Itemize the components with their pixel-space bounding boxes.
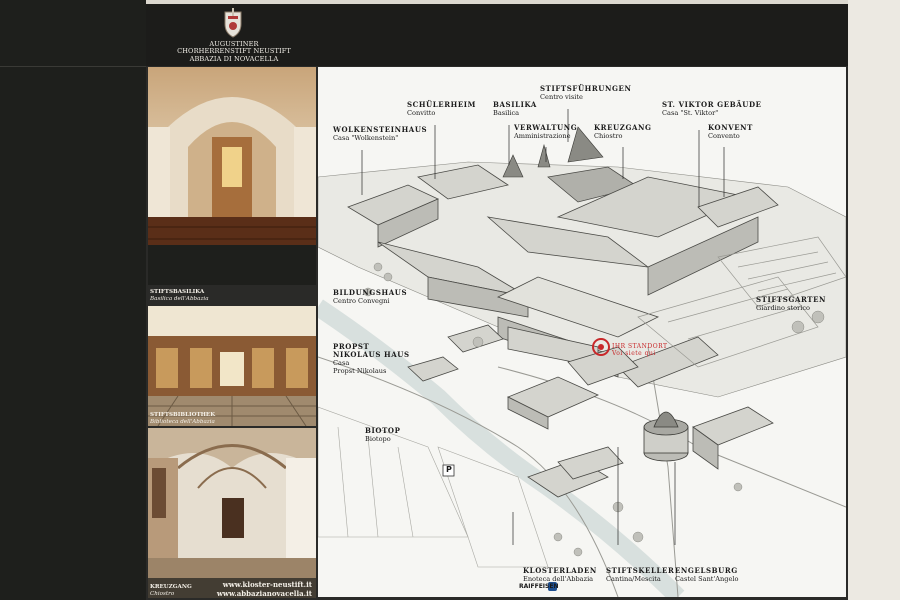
wall	[848, 0, 900, 600]
label-kreuzgang: KREUZGANG Chiostro	[594, 123, 652, 141]
label-subtitle-1: NIKOLAUS HAUS	[333, 350, 410, 359]
abbey-name: AUGUSTINER CHORHERRENSTIFT NEUSTIFT ABBA…	[176, 40, 292, 63]
label-title: STIFTSFÜHRUNGEN	[540, 84, 632, 93]
caption-subtitle: Chiostro	[150, 590, 175, 597]
cloister-caption: KREUZGANG Chiostro	[150, 584, 192, 597]
label-subtitle-2: Casa	[333, 359, 350, 367]
label-subtitle: Basilica	[493, 109, 520, 117]
label-subtitle: Amministrazione	[514, 132, 571, 140]
label-subtitle: Centro visite	[540, 93, 583, 101]
label-schuelerheim: SCHÜLERHEIM Convitto	[407, 100, 476, 118]
label-stiftsgarten: STIFTSGARTEN Giardino storico	[756, 295, 827, 313]
you-are-here-subtitle: Voi siete qui	[612, 350, 656, 357]
abbey-site-map	[318, 67, 846, 597]
label-subtitle: Casa "St. Viktor"	[662, 109, 719, 117]
label-bildungshaus: BILDUNGSHAUS Centro Convegni	[333, 288, 408, 306]
label-title: ENGELSBURG	[675, 566, 738, 575]
basilica-caption: STIFTSBASILIKA Basilica dell'Abbazia	[150, 289, 209, 302]
label-subtitle: Castel Sant'Angelo	[675, 575, 739, 583]
crest-line-2: CHORHERRENSTIFT NEUSTIFT	[177, 47, 291, 56]
caption-title: KREUZGANG	[150, 584, 192, 590]
label-subtitle: Centro Convegni	[333, 297, 390, 305]
header-band	[146, 4, 848, 66]
library-caption: STIFTSBIBLIOTHEK Biblioteca dell'Abbazia	[150, 412, 215, 425]
parking-icon: P	[446, 465, 452, 474]
label-wolkensteinhaus: WOLKENSTEINHAUS Casa "Wolkenstein"	[333, 125, 428, 143]
label-verwaltung: VERWALTUNG Amministrazione	[514, 123, 578, 141]
label-subtitle: Cantina/Mescita	[606, 575, 661, 583]
label-title: PROPST	[333, 342, 370, 351]
caption-title: STIFTSBIBLIOTHEK	[150, 412, 216, 418]
board-side-panel	[0, 0, 146, 600]
label-subtitle: Chiostro	[594, 132, 623, 140]
label-subtitle: Giardino storico	[756, 304, 811, 312]
label-title: BILDUNGSHAUS	[333, 288, 408, 297]
caption-subtitle: Biblioteca dell'Abbazia	[150, 418, 215, 425]
wall-top	[0, 0, 900, 6]
cloister-photo	[148, 428, 316, 598]
label-subtitle: Convitto	[407, 109, 436, 117]
label-title: KONVENT	[708, 123, 753, 132]
label-subtitle: Convento	[708, 132, 740, 140]
label-biotop: BIOTOP Biotopo	[365, 426, 401, 444]
caption-subtitle: Basilica dell'Abbazia	[150, 295, 209, 302]
label-stiftsfuehrungen: STIFTSFÜHRUNGEN Centro visite	[540, 84, 632, 102]
label-subtitle: Casa "Wolkenstein"	[333, 134, 399, 142]
crest-line-1: AUGUSTINER	[209, 40, 259, 48]
you-are-here-label: IHR STANDORT Voi siete qui	[612, 343, 668, 357]
crest-line-3: ABBAZIA DI NOVACELLA	[189, 54, 279, 63]
label-st-viktor: ST. VIKTOR GEBÄUDE Casa "St. Viktor"	[662, 100, 762, 118]
label-engelsburg: ENGELSBURG Castel Sant'Angelo	[675, 566, 739, 584]
label-title: VERWALTUNG	[514, 123, 578, 132]
website-url-it[interactable]: www.abbazianovacella.it	[216, 589, 312, 598]
sponsor-logo: RAIFFEISEN	[519, 583, 559, 590]
label-subtitle: Enoteca dell'Abbazia	[523, 575, 594, 583]
label-title: BASILIKA	[493, 100, 537, 109]
label-title: STIFTSGARTEN	[756, 295, 827, 304]
website-url[interactable]: www.kloster-neustift.it	[222, 580, 312, 589]
label-title: KREUZGANG	[594, 123, 652, 132]
label-basilika: BASILIKA Basilica	[493, 100, 537, 118]
label-subtitle: Biotopo	[365, 435, 391, 443]
label-title: KLOSTERLADEN	[523, 566, 597, 575]
label-title: WOLKENSTEINHAUS	[333, 125, 428, 134]
label-title: ST. VIKTOR GEBÄUDE	[662, 100, 762, 109]
label-klosterladen: KLOSTERLADEN Enoteca dell'Abbazia	[523, 566, 597, 584]
label-propst: PROPST NIKOLAUS HAUS Casa Propst Nikolau…	[333, 342, 410, 376]
library-photo	[148, 306, 316, 426]
label-konvent: KONVENT Convento	[708, 123, 753, 141]
label-title: BIOTOP	[365, 426, 401, 435]
caption-title: STIFTSBASILIKA	[150, 289, 205, 295]
abbey-crest-icon	[216, 6, 250, 40]
map-drawing	[318, 109, 846, 597]
basilica-photo	[148, 67, 316, 285]
label-title: SCHÜLERHEIM	[407, 100, 476, 109]
label-stiftskeller: STIFTSKELLER Cantina/Mescita	[606, 566, 675, 584]
label-subtitle-3: Propst Nikolaus	[333, 367, 387, 375]
you-are-here-title: IHR STANDORT	[612, 343, 668, 350]
label-title: STIFTSKELLER	[606, 566, 675, 575]
